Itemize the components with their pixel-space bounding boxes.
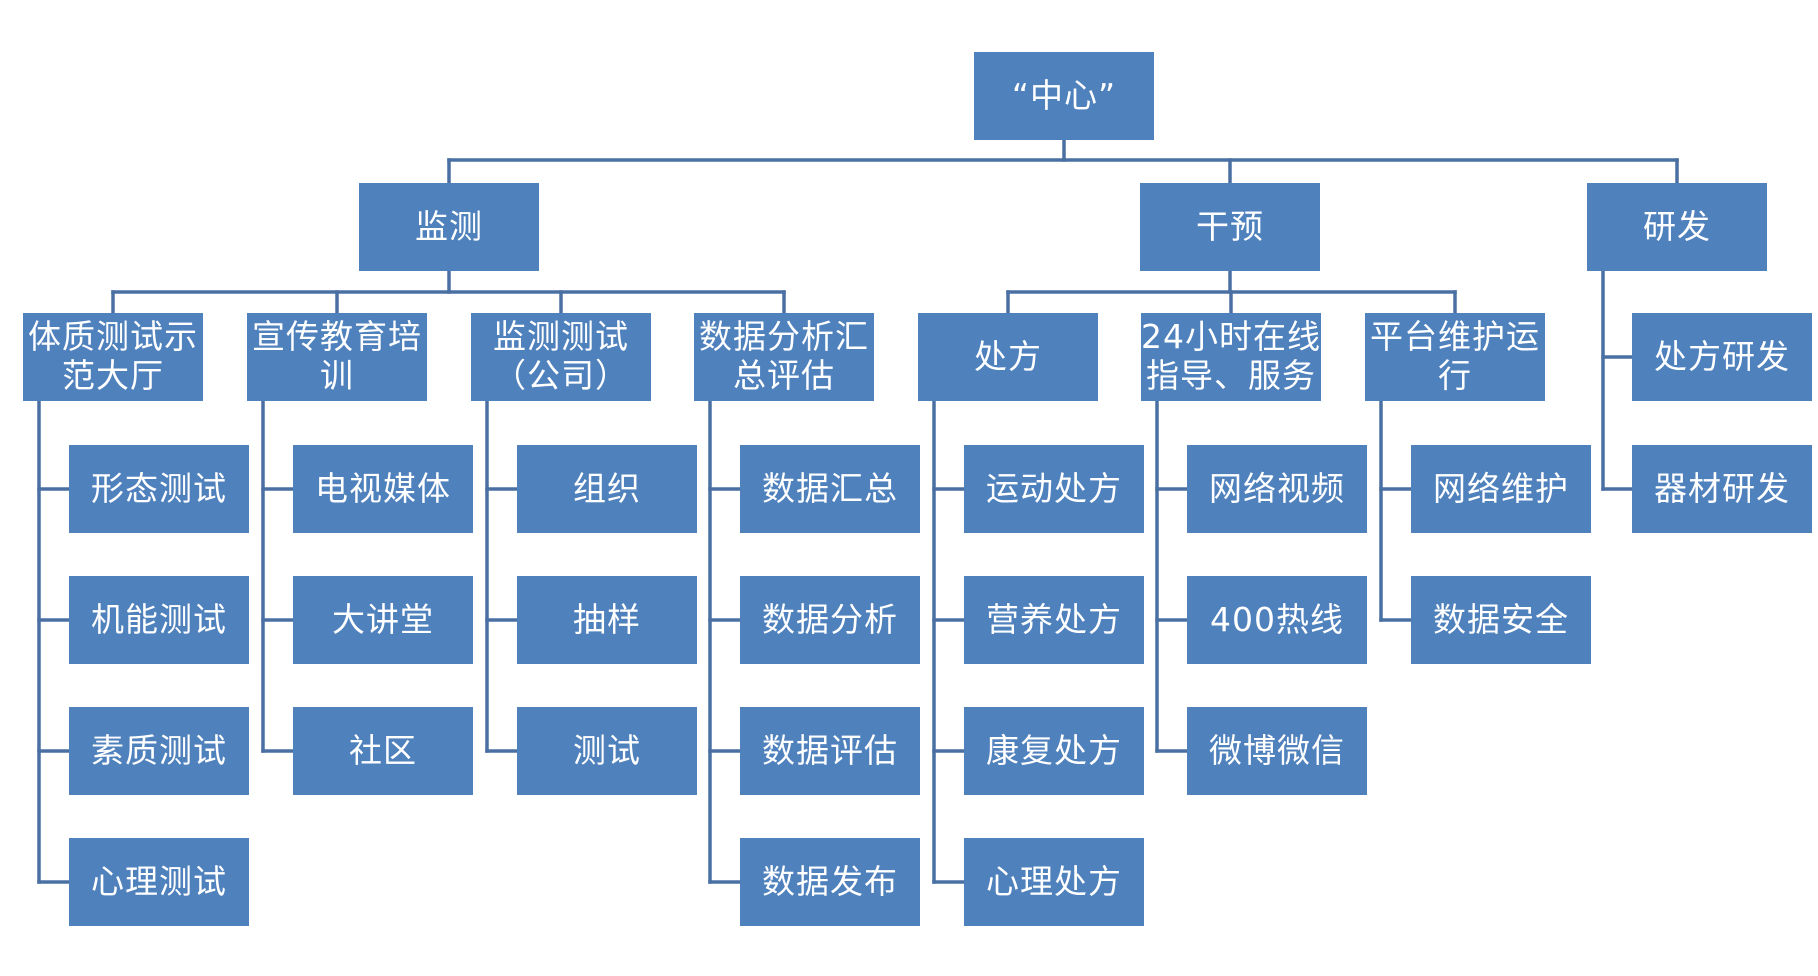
leaf-node-0-3-2: 数据评估 [740, 707, 920, 795]
leaf-node-0-2-1: 抽样 [517, 576, 697, 664]
leaf-node-0-0-3: 心理测试 [69, 838, 249, 926]
node-monitoring: 监测 [359, 183, 539, 271]
leaf-node-0-3-1: 数据分析 [740, 576, 920, 664]
leaf-node-1-1-2: 微博微信 [1187, 707, 1367, 795]
category-node-1-2: 平台维护运 行 [1365, 313, 1545, 401]
category-node-1-1: 24小时在线 指导、服务 [1141, 313, 1321, 401]
leaf-node-0-2-0: 组织 [517, 445, 697, 533]
leaf-node-1-1-1: 400热线 [1187, 576, 1367, 664]
leaf-node-1-0-3: 心理处方 [964, 838, 1144, 926]
leaf-node-0-3-3: 数据发布 [740, 838, 920, 926]
leaf-node-0-3-0: 数据汇总 [740, 445, 920, 533]
node-intervention: 干预 [1140, 183, 1320, 271]
node-research: 研发 [1587, 183, 1767, 271]
leaf-node-0-1-0: 电视媒体 [293, 445, 473, 533]
leaf-node-research-1: 器材研发 [1632, 445, 1812, 533]
leaf-node-0-2-2: 测试 [517, 707, 697, 795]
leaf-node-1-0-1: 营养处方 [964, 576, 1144, 664]
category-node-1-0: 处方 [918, 313, 1098, 401]
category-node-0-0: 体质测试示 范大厅 [23, 313, 203, 401]
leaf-node-1-2-1: 数据安全 [1411, 576, 1591, 664]
leaf-node-0-0-2: 素质测试 [69, 707, 249, 795]
leaf-node-1-2-0: 网络维护 [1411, 445, 1591, 533]
leaf-node-0-1-2: 社区 [293, 707, 473, 795]
root-node-center: “中心” [974, 52, 1154, 140]
leaf-node-0-1-1: 大讲堂 [293, 576, 473, 664]
category-node-0-1: 宣传教育培 训 [247, 313, 427, 401]
category-node-0-3: 数据分析汇 总评估 [694, 313, 874, 401]
leaf-node-1-0-0: 运动处方 [964, 445, 1144, 533]
category-node-0-2: 监测测试 （公司） [471, 313, 651, 401]
leaf-node-0-0-0: 形态测试 [69, 445, 249, 533]
leaf-node-1-1-0: 网络视频 [1187, 445, 1367, 533]
leaf-node-research-0: 处方研发 [1632, 313, 1812, 401]
leaf-node-1-0-2: 康复处方 [964, 707, 1144, 795]
leaf-node-0-0-1: 机能测试 [69, 576, 249, 664]
